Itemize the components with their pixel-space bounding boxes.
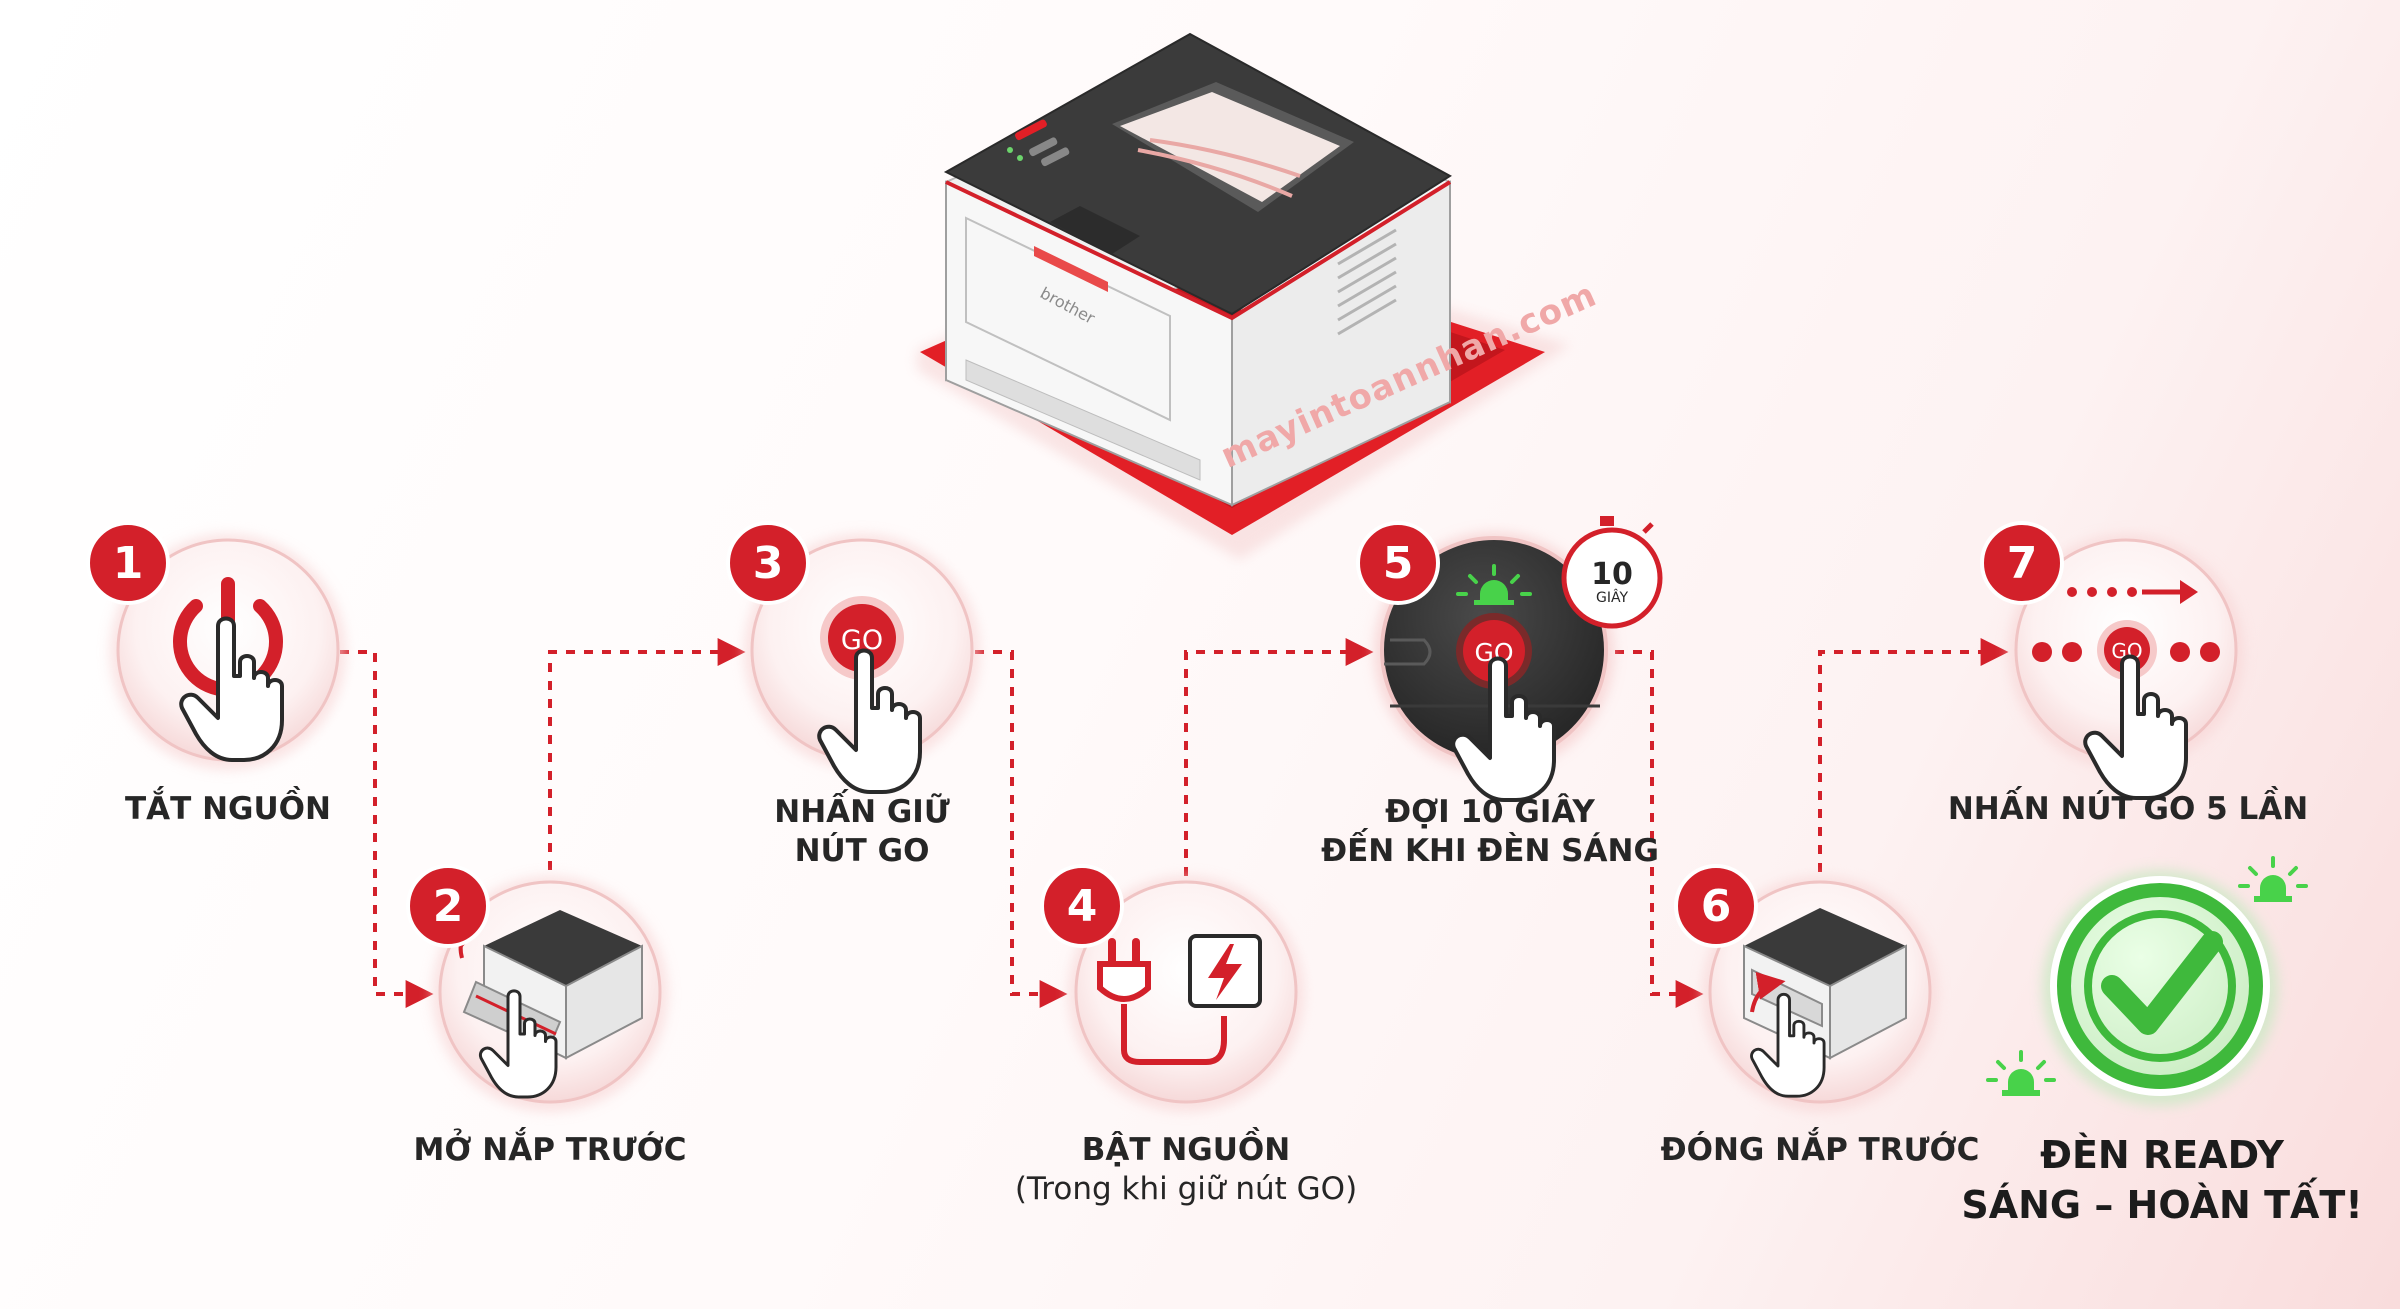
hand-pointer-icon <box>1750 992 1826 1098</box>
step-number: 1 <box>113 538 144 589</box>
step-4: 4 <box>1040 864 1304 1112</box>
step-1: 1 <box>86 521 346 770</box>
step-3: GO 3 <box>726 521 980 794</box>
green-light-icon <box>2238 856 2308 902</box>
step-1-label: TẮT NGUỒN <box>125 791 331 827</box>
step-number: 5 <box>1383 538 1414 589</box>
connector-2-3 <box>548 638 746 870</box>
ready-complete-label: ĐÈN READY SÁNG – HOÀN TẤT! <box>1961 1133 2363 1227</box>
step-badge <box>1040 864 1124 948</box>
printer-illustration <box>917 32 1570 560</box>
timer-value: 10 <box>1591 557 1633 592</box>
hand-pointer-icon <box>2083 654 2188 800</box>
step-5-label: ĐỢI 10 GIÂY ĐẾN KHI ĐÈN SÁNG <box>1321 794 1659 869</box>
green-light-icon <box>1456 564 1532 605</box>
step-5: GO 10 GIÂY 5 <box>1356 516 1663 802</box>
stopwatch-icon: 10 GIÂY <box>1561 516 1663 629</box>
step-badge <box>86 521 170 605</box>
step-number: 7 <box>2007 538 2038 589</box>
step-number: 4 <box>1067 881 1098 932</box>
step-badge <box>1980 521 2064 605</box>
step-badge <box>406 864 490 948</box>
press-count-dots <box>2032 642 2220 662</box>
dot-arrow-icon <box>2067 580 2198 604</box>
go-button-icon: GO <box>820 596 904 680</box>
check-icon <box>2057 883 2263 1089</box>
step-2: 2 <box>406 864 668 1112</box>
hand-pointer-icon <box>478 989 558 1099</box>
connector-1-2 <box>340 650 434 1008</box>
step-number: 2 <box>433 881 464 932</box>
go-button-icon: GO <box>1456 613 1532 689</box>
connector-6-7 <box>1818 638 2009 872</box>
step-6: 6 <box>1674 864 1938 1112</box>
step-7-label: NHẤN NÚT GO 5 LẦN <box>1947 791 2309 827</box>
step-number: 6 <box>1701 881 1732 932</box>
hand-pointer-icon <box>179 616 284 762</box>
step-6-label: ĐÓNG NẮP TRƯỚC <box>1660 1132 1980 1168</box>
lightning-icon <box>1188 934 1262 1008</box>
step-2-label: MỞ NẮP TRƯỚC <box>413 1132 687 1168</box>
step-number: 3 <box>753 538 784 589</box>
hand-pointer-icon <box>817 648 922 794</box>
connector-5-6 <box>1615 650 1704 1008</box>
step-badge <box>726 521 810 605</box>
step-3-label: NHẤN GIỮ NÚT GO <box>774 794 950 869</box>
ready-complete <box>1986 856 2308 1106</box>
step-4-label: BẬT NGUỒN (Trong khi giữ nút GO) <box>1014 1132 1358 1207</box>
connector-3-4 <box>975 650 1068 1008</box>
flow-connectors <box>340 638 2009 1008</box>
hand-pointer-icon <box>1451 656 1556 802</box>
power-plug-icon <box>1097 938 1227 1065</box>
step-badge <box>1356 521 1440 605</box>
step-7: GO 7 <box>1980 521 2244 800</box>
green-light-icon <box>1986 1050 2056 1096</box>
timer-unit: GIÂY <box>1596 588 1628 606</box>
step-badge <box>1674 864 1758 948</box>
connector-4-5 <box>1184 638 1374 876</box>
